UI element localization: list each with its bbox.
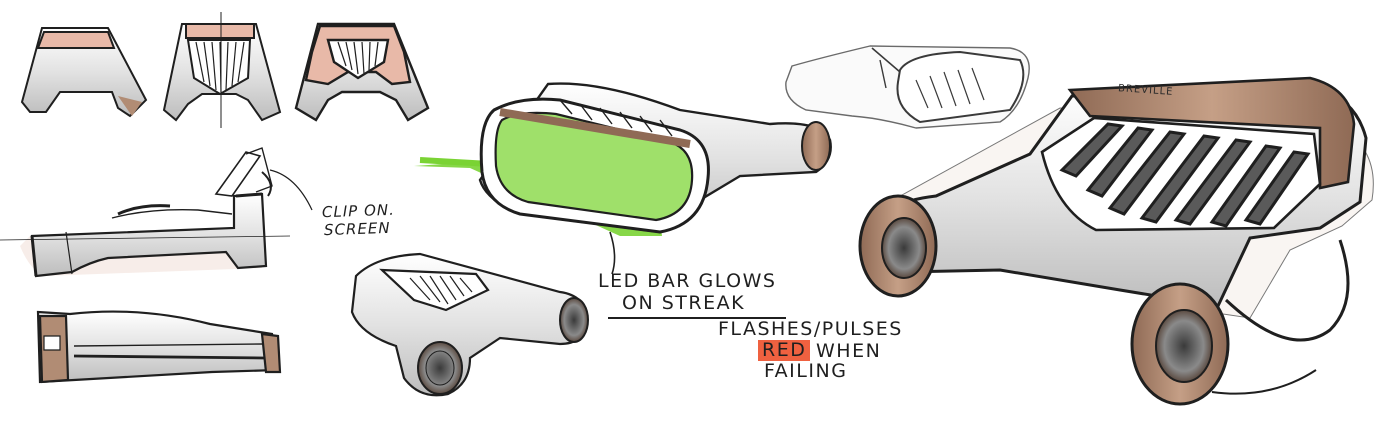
annotation-underline — [608, 317, 786, 319]
side-view-clip — [0, 147, 313, 278]
annotation-flash-line3: FAILING — [764, 360, 848, 382]
annotation-led-line1: LED BAR GLOWS — [598, 270, 777, 292]
side-profile — [36, 310, 282, 384]
annotation-led-line2: ON STREAK — [622, 292, 746, 314]
annotation-clip-on-line1: CLIP ON. — [321, 200, 396, 222]
annotation-flash-red: RED — [758, 340, 811, 361]
annotation-clip-on-line2: SCREEN — [323, 218, 391, 240]
front-view-3 — [294, 22, 430, 122]
perspective-led-device — [414, 82, 832, 275]
front-view-1 — [20, 27, 148, 118]
perspective-large-device — [858, 76, 1374, 406]
annotation-flash-line1: FLASHES/PULSES — [718, 318, 903, 340]
front-view-2 — [162, 12, 282, 128]
perspective-small — [350, 252, 589, 397]
annotation-flash-when: WHEN — [816, 340, 882, 362]
line-sketch-outline — [785, 45, 1030, 129]
